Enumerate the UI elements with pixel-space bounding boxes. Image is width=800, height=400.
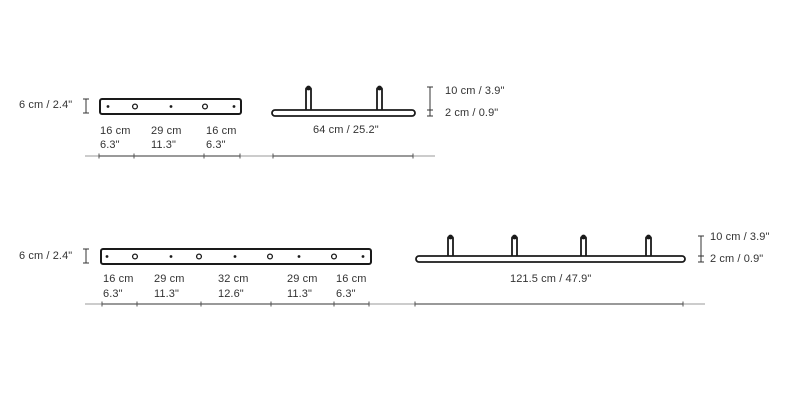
small-wall-plate (83, 98, 242, 115)
small-plate-height-label: 6 cm / 2.4" (19, 99, 73, 111)
small-segment-3-cm: 16 cm (206, 125, 237, 137)
large-plate-height-marker (83, 248, 89, 264)
large-length-label: 121.5 cm / 47.9" (510, 273, 592, 285)
large-plate-height-label: 6 cm / 2.4" (19, 250, 73, 262)
small-length-label: 64 cm / 25.2" (313, 124, 379, 136)
small-peg-height-label: 10 cm / 3.9" (445, 85, 505, 97)
large-segment-1-cm: 16 cm (103, 273, 134, 285)
large-segment-3-cm: 32 cm (218, 273, 249, 285)
small-side-view (271, 85, 416, 117)
small-segment-3-in: 6.3" (206, 139, 226, 151)
small-height-marker (427, 86, 433, 117)
large-segment-2-in: 11.3" (154, 288, 179, 300)
large-segment-4-cm: 29 cm (287, 273, 318, 285)
large-segment-1-in: 6.3" (103, 288, 123, 300)
large-segment-2-cm: 29 cm (154, 273, 185, 285)
small-rail-height-label: 2 cm / 0.9" (445, 107, 499, 119)
small-segment-2-in: 11.3" (151, 139, 176, 151)
large-segment-5-cm: 16 cm (336, 273, 367, 285)
large-segment-3-in: 12.6" (218, 288, 244, 300)
large-dimension-line (85, 301, 705, 307)
large-side-view (415, 234, 686, 263)
small-dimension-line (85, 153, 435, 159)
large-peg-height-label: 10 cm / 3.9" (710, 231, 770, 243)
large-segment-4-in: 11.3" (287, 288, 312, 300)
small-segment-1-cm: 16 cm (100, 125, 131, 137)
large-rail-height-label: 2 cm / 0.9" (710, 253, 764, 265)
large-height-marker (698, 235, 704, 263)
small-segment-1-in: 6.3" (100, 139, 120, 151)
small-plate-height-marker (83, 98, 89, 114)
small-segment-2-cm: 29 cm (151, 125, 182, 137)
large-segment-5-in: 6.3" (336, 288, 356, 300)
large-wall-plate (83, 248, 372, 265)
